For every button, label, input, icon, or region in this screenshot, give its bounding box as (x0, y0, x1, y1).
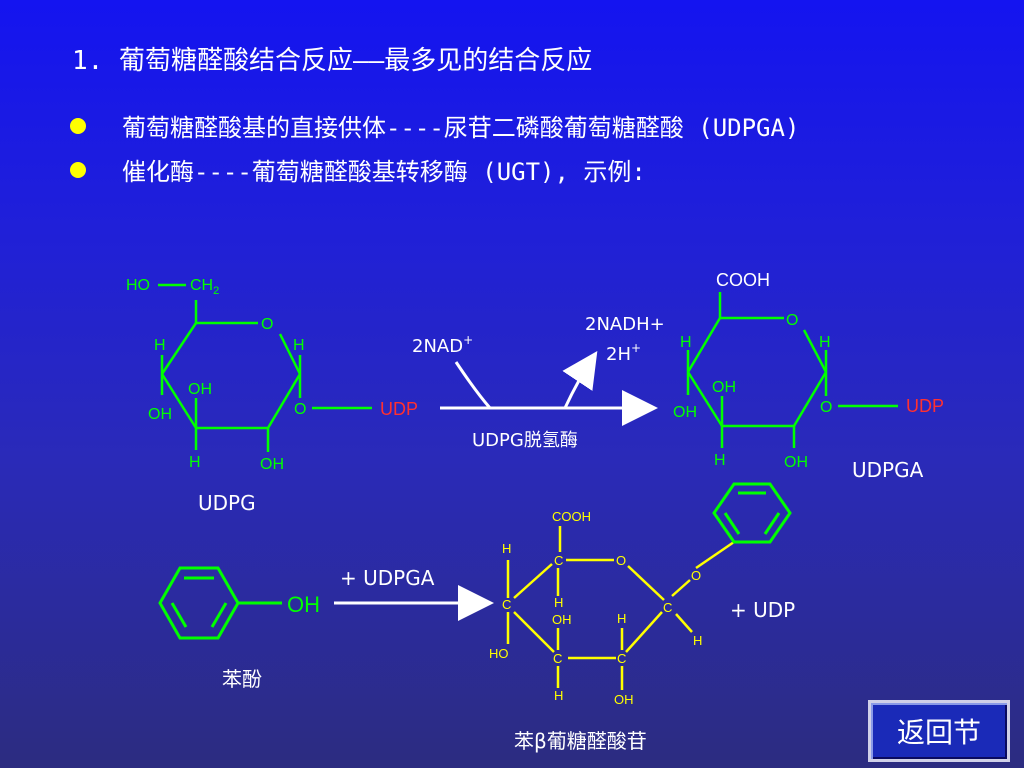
reaction2-plus-udp: + UDP (730, 598, 795, 622)
phenol-structure (158, 566, 282, 640)
product-oh-label: OH (614, 692, 634, 707)
bullet-dot-icon (70, 162, 86, 178)
phenol-oh: OH (287, 592, 320, 617)
udpg-udp-label: UDP (380, 399, 418, 419)
udpg-h-label: H (189, 454, 201, 471)
udpga-oh-label: OH (712, 379, 736, 396)
udpg-oh-label: OH (188, 381, 212, 398)
udpg-h-label: H (154, 337, 166, 354)
udpga-ring-o: O (786, 312, 798, 329)
udpga-name: UDPGA (852, 458, 924, 482)
product-glycosidic-o: O (691, 568, 701, 583)
udpg-ho-label: HO (126, 277, 150, 294)
product-h-label: H (554, 688, 563, 703)
udpg-oh-label: OH (260, 456, 284, 473)
udpg-h-label: H (293, 337, 305, 354)
product-c-label: C (663, 600, 672, 615)
udpga-cooh: COOH (716, 270, 770, 290)
product-h-label: H (617, 611, 626, 626)
reaction2-reagent: + UDPGA (340, 566, 435, 590)
return-section-button[interactable]: 返回节 (868, 700, 1010, 762)
product-structure (506, 526, 735, 690)
product-h-label: H (693, 633, 702, 648)
udpga-labels: O H H OH OH O H OH (673, 312, 832, 471)
phenol-name: 苯酚 (222, 667, 262, 691)
bullet-dot-icon (70, 118, 86, 134)
product-c-label: C (502, 597, 511, 612)
udpga-h-label: H (714, 452, 726, 469)
udpg-oh-label: OH (148, 406, 172, 423)
udpg-ch2-label: CH2 (190, 277, 219, 297)
udpg-structure (158, 283, 372, 452)
bullet-ugt-enzyme: 催化酶----葡萄糖醛酸基转移酶 (UGT), 示例: (70, 152, 646, 187)
cofactor-nadh: 2NADH+ (585, 314, 665, 335)
udpga-structure (686, 292, 898, 448)
bullet-text: 催化酶----葡萄糖醛酸基转移酶 (UGT), 示例: (122, 158, 646, 186)
cofactor-h: 2H+ (606, 341, 641, 365)
enzyme-label: UDPG脱氢酶 (472, 430, 578, 451)
product-oh-label: OH (552, 612, 572, 627)
cofactor-nad: 2NAD+ (412, 333, 473, 357)
udpg-name: UDPG (198, 491, 256, 515)
slide-heading: 1. 葡萄糖醛酸结合反应——最多见的结合反应 (72, 46, 593, 76)
udpga-oh-label: OH (784, 454, 808, 471)
product-phenyl-ring (712, 482, 792, 544)
product-ring-o: O (616, 553, 626, 568)
product-cooh: COOH (552, 509, 591, 524)
udpga-oh-label: OH (673, 404, 697, 421)
product-c-label: C (553, 651, 562, 666)
udpga-h-label: H (680, 334, 692, 351)
bullet-text: 葡萄糖醛酸基的直接供体----尿苷二磷酸葡萄糖醛酸 (UDPGA) (122, 114, 800, 142)
bullet-udpga-donor: 葡萄糖醛酸基的直接供体----尿苷二磷酸葡萄糖醛酸 (UDPGA) (70, 108, 799, 143)
product-labels: COOH H C O O C H OH H C H HO C C H OH (489, 509, 702, 707)
reaction1-arrow (440, 351, 658, 426)
product-h-label: H (502, 541, 511, 556)
udpg-labels: OH HO CH2 O H H OH OH O H OH (126, 277, 306, 473)
product-ho-label: HO (489, 646, 509, 661)
product-h-label: H (554, 595, 563, 610)
udpg-link-o: O (294, 401, 306, 418)
udpga-link-o: O (820, 399, 832, 416)
product-name: 苯β葡糖醛酸苷 (514, 729, 647, 753)
udpga-h-label: H (819, 334, 831, 351)
udpg-ring-o: O (261, 316, 273, 333)
udpga-udp-label: UDP (906, 396, 944, 416)
product-c-label: C (554, 553, 563, 568)
product-c-label: C (617, 651, 626, 666)
